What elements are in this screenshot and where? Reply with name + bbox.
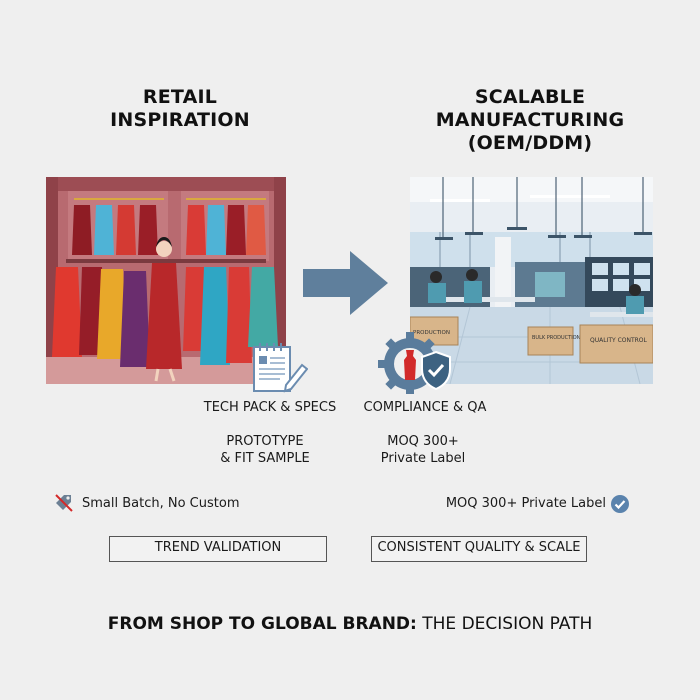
title-line: INSPIRATION xyxy=(110,109,250,131)
footer-regular: THE DECISION PATH xyxy=(416,614,593,634)
retail-shop-illustration xyxy=(46,177,286,384)
label-line: PROTOTYPE xyxy=(226,434,304,449)
factory-illustration: PRODUCTION BULK PRODUCTION QUALITY CONTR… xyxy=(410,177,653,384)
check-circle-icon xyxy=(610,494,630,514)
compliance-label: COMPLIANCE & QA xyxy=(363,400,487,415)
trend-validation-box: TREND VALIDATION xyxy=(109,536,327,562)
right-arrow-icon xyxy=(301,249,391,317)
compliance-gear-shield-icon xyxy=(378,330,468,394)
bulk-production-box-label: BULK PRODUCTION xyxy=(532,335,581,341)
title-line: RETAIL xyxy=(142,86,218,108)
title-line: (OEM/DDM) xyxy=(467,132,593,154)
tech-pack-notepad-icon xyxy=(252,341,309,393)
retail-inspiration-title: RETAIL INSPIRATION xyxy=(70,86,290,132)
consistent-quality-box: CONSISTENT QUALITY & SCALE xyxy=(371,536,587,562)
tech-pack-label: TECH PACK & SPECS xyxy=(203,400,337,415)
label-line: MOQ 300+ xyxy=(387,434,459,449)
scalable-manufacturing-title: SCALABLE MANUFACTURING (OEM/DDM) xyxy=(400,86,660,155)
footer-tagline: FROM SHOP TO GLOBAL BRAND: THE DECISION … xyxy=(0,614,700,634)
small-batch-note: Small Batch, No Custom xyxy=(82,496,240,511)
quality-control-box-label: QUALITY CONTROL xyxy=(590,337,648,344)
title-line: MANUFACTURING xyxy=(435,109,625,131)
prototype-label: PROTOTYPE & FIT SAMPLE xyxy=(200,433,330,467)
production-box-label: PRODUCTION xyxy=(413,330,450,336)
title-line: SCALABLE xyxy=(474,86,586,108)
moq-private-label-note: MOQ 300+ Private Label xyxy=(445,496,606,511)
footer-bold: FROM SHOP TO GLOBAL BRAND: xyxy=(107,614,417,634)
label-line: & FIT SAMPLE xyxy=(220,451,310,466)
tag-crossed-icon xyxy=(53,492,75,514)
moq-label: MOQ 300+ Private Label xyxy=(358,433,488,467)
label-line: Private Label xyxy=(380,451,466,466)
